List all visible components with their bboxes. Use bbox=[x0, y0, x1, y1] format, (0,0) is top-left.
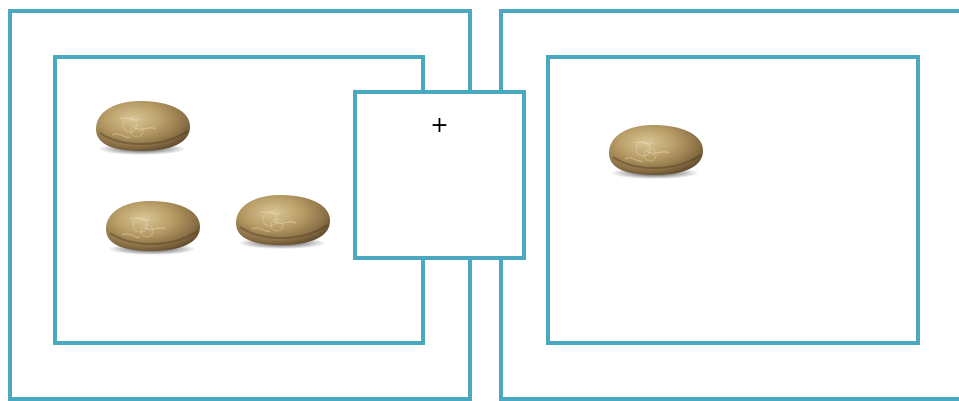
right-stone-group-box bbox=[546, 55, 920, 345]
stone-icon bbox=[100, 197, 204, 257]
stone-icon bbox=[603, 121, 707, 181]
stone-icon bbox=[90, 97, 194, 157]
stone-icon bbox=[230, 191, 334, 251]
plus-sign: + bbox=[357, 114, 522, 138]
operator-box: + bbox=[353, 90, 526, 260]
